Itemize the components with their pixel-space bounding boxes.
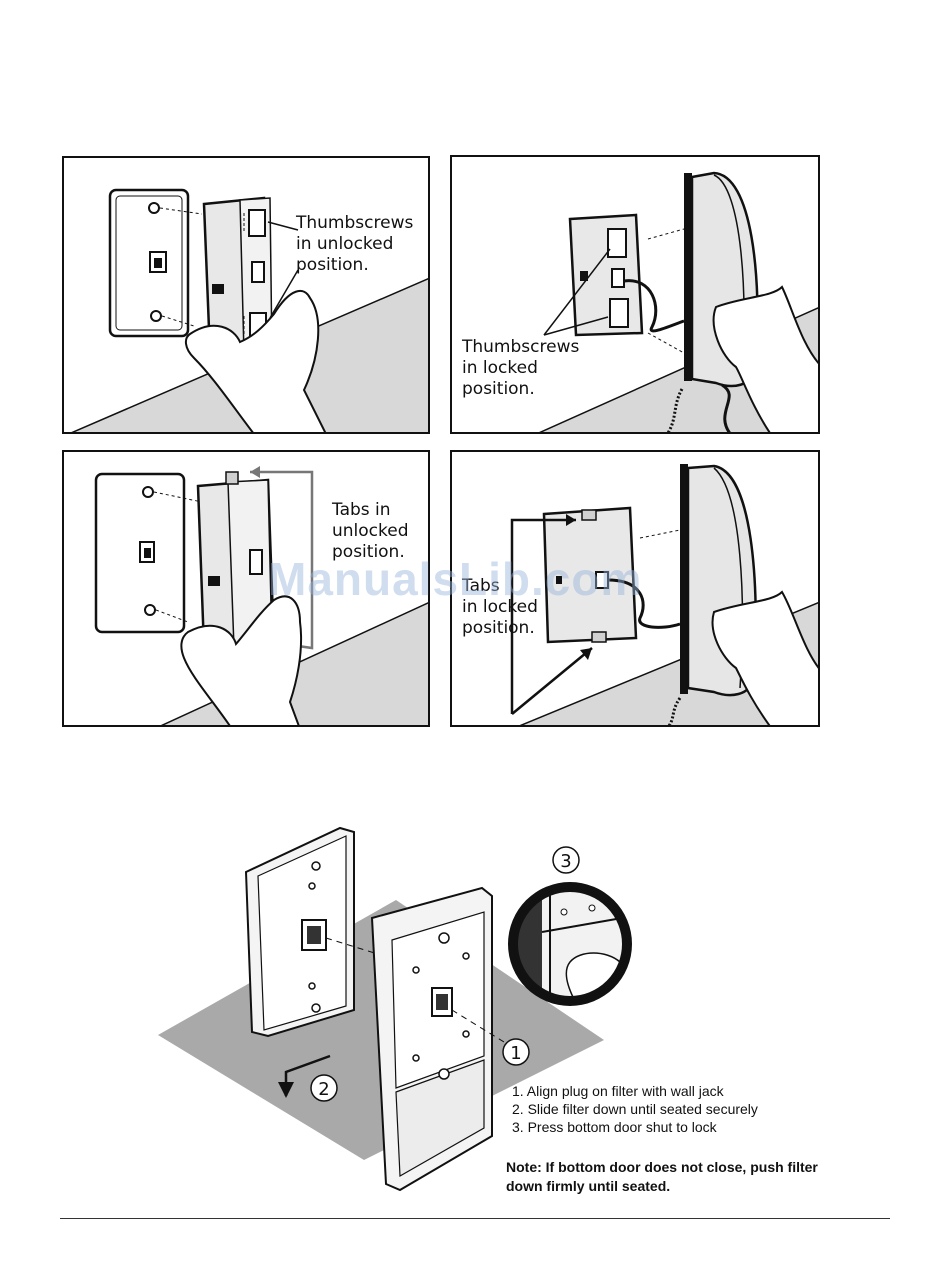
step-3-text: 3. Press bottom door shut to lock (512, 1119, 717, 1135)
panel-tabs-locked: Tabs in locked position. (450, 450, 820, 727)
illustration-tabs-unlocked (94, 466, 428, 725)
installation-note: Note: If bottom door does not close, pus… (506, 1159, 818, 1194)
illustration-tabs-locked (510, 464, 818, 725)
panel-thumbscrews-unlocked: Thumbscrews in unlocked position. (62, 156, 430, 434)
label-tabs-unlocked: Tabs in unlocked position. (332, 500, 409, 562)
step-marker-3: 3 (560, 851, 571, 872)
installation-figure: 1 2 3 (150, 820, 870, 1205)
panel-thumbscrews-locked: Thumbscrews in locked position. (450, 155, 820, 434)
installation-steps: 1. Align plug on filter with wall jack 2… (512, 1082, 758, 1136)
step-marker-1: 1 (510, 1043, 521, 1064)
panel-tabs-unlocked: Tabs in unlocked position. (62, 450, 430, 727)
illustration-filter-install: 1 2 3 (158, 826, 632, 1192)
label-thumbscrews-unlocked: Thumbscrews in unlocked position. (296, 213, 414, 275)
step-marker-2: 2 (318, 1079, 329, 1100)
step-2-text: 2. Slide filter down until seated secure… (512, 1101, 758, 1117)
footer-divider (60, 1218, 890, 1219)
label-thumbscrews-locked: Thumbscrews in locked position. (462, 337, 580, 399)
illustration-thumbscrews-locked (539, 171, 818, 432)
step-1-text: 1. Align plug on filter with wall jack (512, 1083, 724, 1099)
label-tabs-locked: Tabs in locked position. (462, 576, 538, 638)
watermark: ManualsLib.com (268, 553, 643, 605)
illustration-thumbscrews-unlocked (71, 188, 428, 432)
